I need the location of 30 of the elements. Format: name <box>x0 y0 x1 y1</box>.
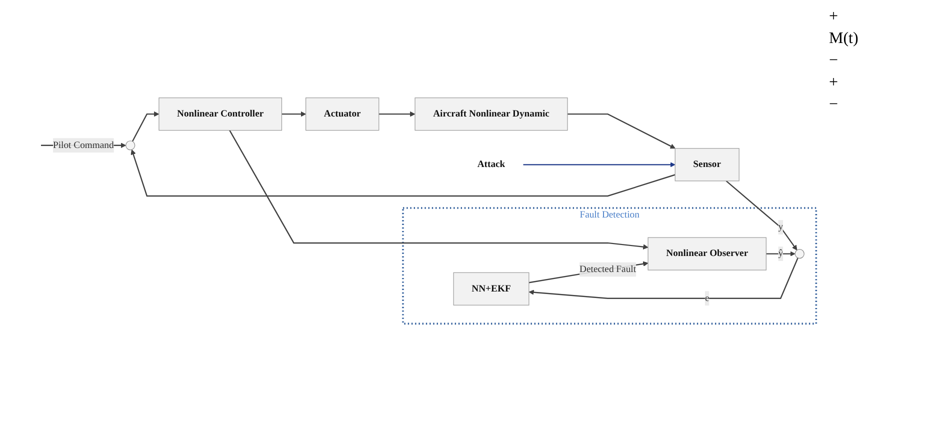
edge-label: e <box>704 292 710 303</box>
arrow <box>378 111 416 116</box>
node-box: NN+EKF <box>453 272 530 306</box>
sign-label: + <box>829 8 840 26</box>
sign-label: + <box>829 74 840 92</box>
arrow <box>282 111 306 116</box>
node-text: Attack <box>477 159 506 170</box>
sign-label: − <box>829 96 840 114</box>
arrow <box>130 149 676 196</box>
arrow <box>528 257 798 299</box>
arrow <box>132 111 160 142</box>
arrow <box>229 130 648 250</box>
node-box: Sensor <box>674 148 740 181</box>
sign-label: − <box>829 52 840 70</box>
arrow <box>528 261 648 283</box>
node-box: Aircraft Nonlinear Dynamic <box>414 97 568 130</box>
arrow <box>726 180 798 250</box>
edge-label: Detected Fault <box>580 264 636 274</box>
edge-label: ŷ <box>778 248 784 258</box>
node-circle <box>794 248 804 258</box>
node-circle <box>126 140 136 150</box>
sign-label: M(t) <box>829 30 860 48</box>
edge-label: Pilot Command <box>53 140 114 150</box>
arrow <box>568 113 676 148</box>
edge-label: y <box>778 222 784 232</box>
node-box: Nonlinear Observer <box>648 237 766 270</box>
node-box: Nonlinear Controller <box>158 97 282 130</box>
arrow <box>766 250 796 256</box>
node-box: Actuator <box>306 97 380 130</box>
arrow <box>523 162 676 168</box>
